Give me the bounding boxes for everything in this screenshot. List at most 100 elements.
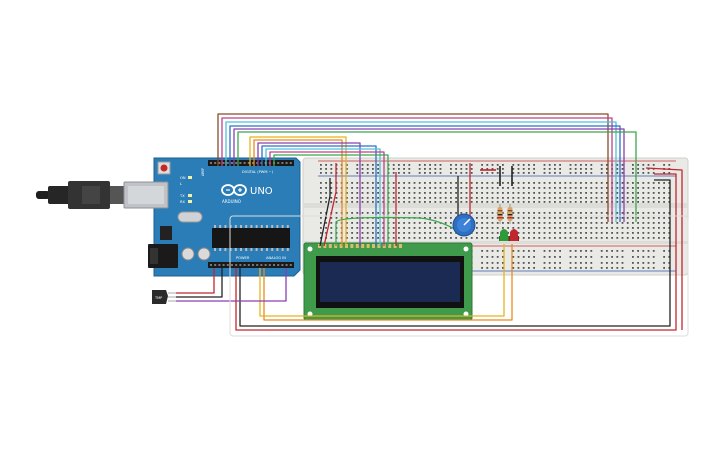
breadboard-hole	[418, 227, 421, 229]
breadboard-hole	[564, 227, 567, 229]
breadboard-hole	[548, 232, 551, 234]
breadboard-hole	[668, 250, 671, 252]
breadboard-hole	[621, 182, 624, 184]
breadboard-hole	[450, 201, 452, 203]
breadboard-hole	[663, 256, 665, 258]
breadboard-hole	[616, 187, 619, 189]
breadboard-hole	[595, 201, 598, 203]
arduino-uno-board[interactable]: UNO ARDUINO DIGITAL (PWM ~) POWER ANALOG…	[36, 157, 301, 277]
breadboard-hole	[476, 187, 478, 189]
breadboard-hole	[450, 187, 452, 189]
breadboard-hole	[652, 164, 655, 166]
breadboard-hole	[528, 192, 530, 194]
wires[interactable]	[176, 113, 683, 331]
breadboard-hole	[517, 182, 520, 184]
breadboard-hole	[476, 222, 478, 224]
breadboard-hole	[377, 192, 379, 194]
breadboard-hole	[621, 267, 624, 269]
breadboard-hole	[663, 201, 665, 203]
chip-pin	[271, 225, 274, 228]
breadboard-hole	[320, 232, 322, 234]
breadboard-hole	[460, 192, 463, 194]
breadboard-hole	[434, 192, 437, 194]
red-led[interactable]	[509, 229, 519, 241]
breadboard-hole	[444, 197, 447, 199]
breadboard-hole	[491, 164, 494, 166]
breadboard-hole	[637, 172, 639, 174]
breadboard-hole	[346, 164, 348, 166]
breadboard-hole	[652, 232, 655, 234]
breadboard-hole	[642, 262, 645, 264]
breadboard-hole	[434, 217, 437, 219]
header-hole	[235, 162, 238, 164]
breadboard-hole	[517, 262, 520, 264]
breadboard-hole	[574, 237, 577, 239]
breadboard-hole	[330, 168, 333, 170]
analog-power-header[interactable]	[208, 262, 294, 268]
breadboard-hole	[392, 164, 395, 166]
header-hole	[285, 264, 288, 266]
breadboard-hole	[528, 222, 530, 224]
breadboard-hole	[408, 232, 411, 234]
breadboard-hole	[590, 182, 593, 184]
breadboard-hole	[320, 197, 322, 199]
breadboard-hole	[574, 222, 577, 224]
breadboard-hole	[517, 197, 520, 199]
wire-yellow-led	[259, 244, 505, 317]
breadboard-hole	[507, 197, 509, 199]
digital-header[interactable]	[208, 160, 294, 166]
breadboard-hole	[429, 168, 431, 170]
breadboard-hole	[533, 250, 535, 252]
breadboard-hole	[502, 201, 504, 203]
breadboard-hole	[434, 227, 437, 229]
breadboard-hole	[392, 187, 395, 189]
breadboard-hole	[403, 172, 405, 174]
breadboard-hole	[658, 197, 660, 199]
breadboard-hole	[335, 201, 338, 203]
breadboard-hole	[320, 227, 322, 229]
breadboard-hole	[564, 192, 567, 194]
resistor-1[interactable]	[497, 204, 503, 224]
breadboard-hole	[476, 227, 478, 229]
green-led[interactable]	[499, 229, 509, 241]
breadboard-hole	[564, 187, 567, 189]
breadboard-hole	[366, 201, 369, 203]
breadboard-hole	[392, 237, 395, 239]
breadboard-hole	[398, 187, 400, 189]
resistor-2[interactable]	[507, 204, 513, 224]
breadboard-hole	[616, 250, 619, 252]
breadboard-hole	[574, 182, 577, 184]
breadboard-hole	[595, 232, 598, 234]
temperature-sensor[interactable]: TMP	[152, 290, 176, 304]
breadboard-hole	[356, 172, 359, 174]
breadboard-hole	[465, 197, 468, 199]
lcd-display[interactable]	[303, 242, 473, 321]
breadboard-hole	[434, 168, 437, 170]
wire-black-sensor	[176, 268, 223, 298]
breadboard-hole	[382, 182, 385, 184]
breadboard-hole	[351, 212, 353, 214]
breadboard-hole	[585, 237, 587, 239]
breadboard-hole	[585, 267, 587, 269]
breadboard-hole	[663, 197, 665, 199]
breadboard-hole	[356, 227, 359, 229]
header-hole	[247, 162, 250, 164]
breadboard-hole	[632, 267, 634, 269]
breadboard-hole	[533, 262, 535, 264]
breadboard-hole	[439, 168, 442, 170]
breadboard-hole	[569, 168, 572, 170]
wire-orange-led	[263, 244, 513, 321]
chip-pin	[234, 225, 237, 228]
breadboard-hole	[569, 256, 572, 258]
breadboard-hole	[600, 237, 603, 239]
breadboard-hole	[502, 267, 504, 269]
breadboard-hole	[606, 192, 608, 194]
breadboard-hole	[554, 237, 556, 239]
breadboard-hole	[382, 232, 385, 234]
breadboard-hole	[652, 267, 655, 269]
breadboard-hole	[580, 267, 582, 269]
breadboard-hole	[569, 217, 572, 219]
breadboard-hole	[455, 212, 457, 214]
breadboard-hole	[658, 227, 660, 229]
potentiometer[interactable]	[452, 213, 476, 237]
